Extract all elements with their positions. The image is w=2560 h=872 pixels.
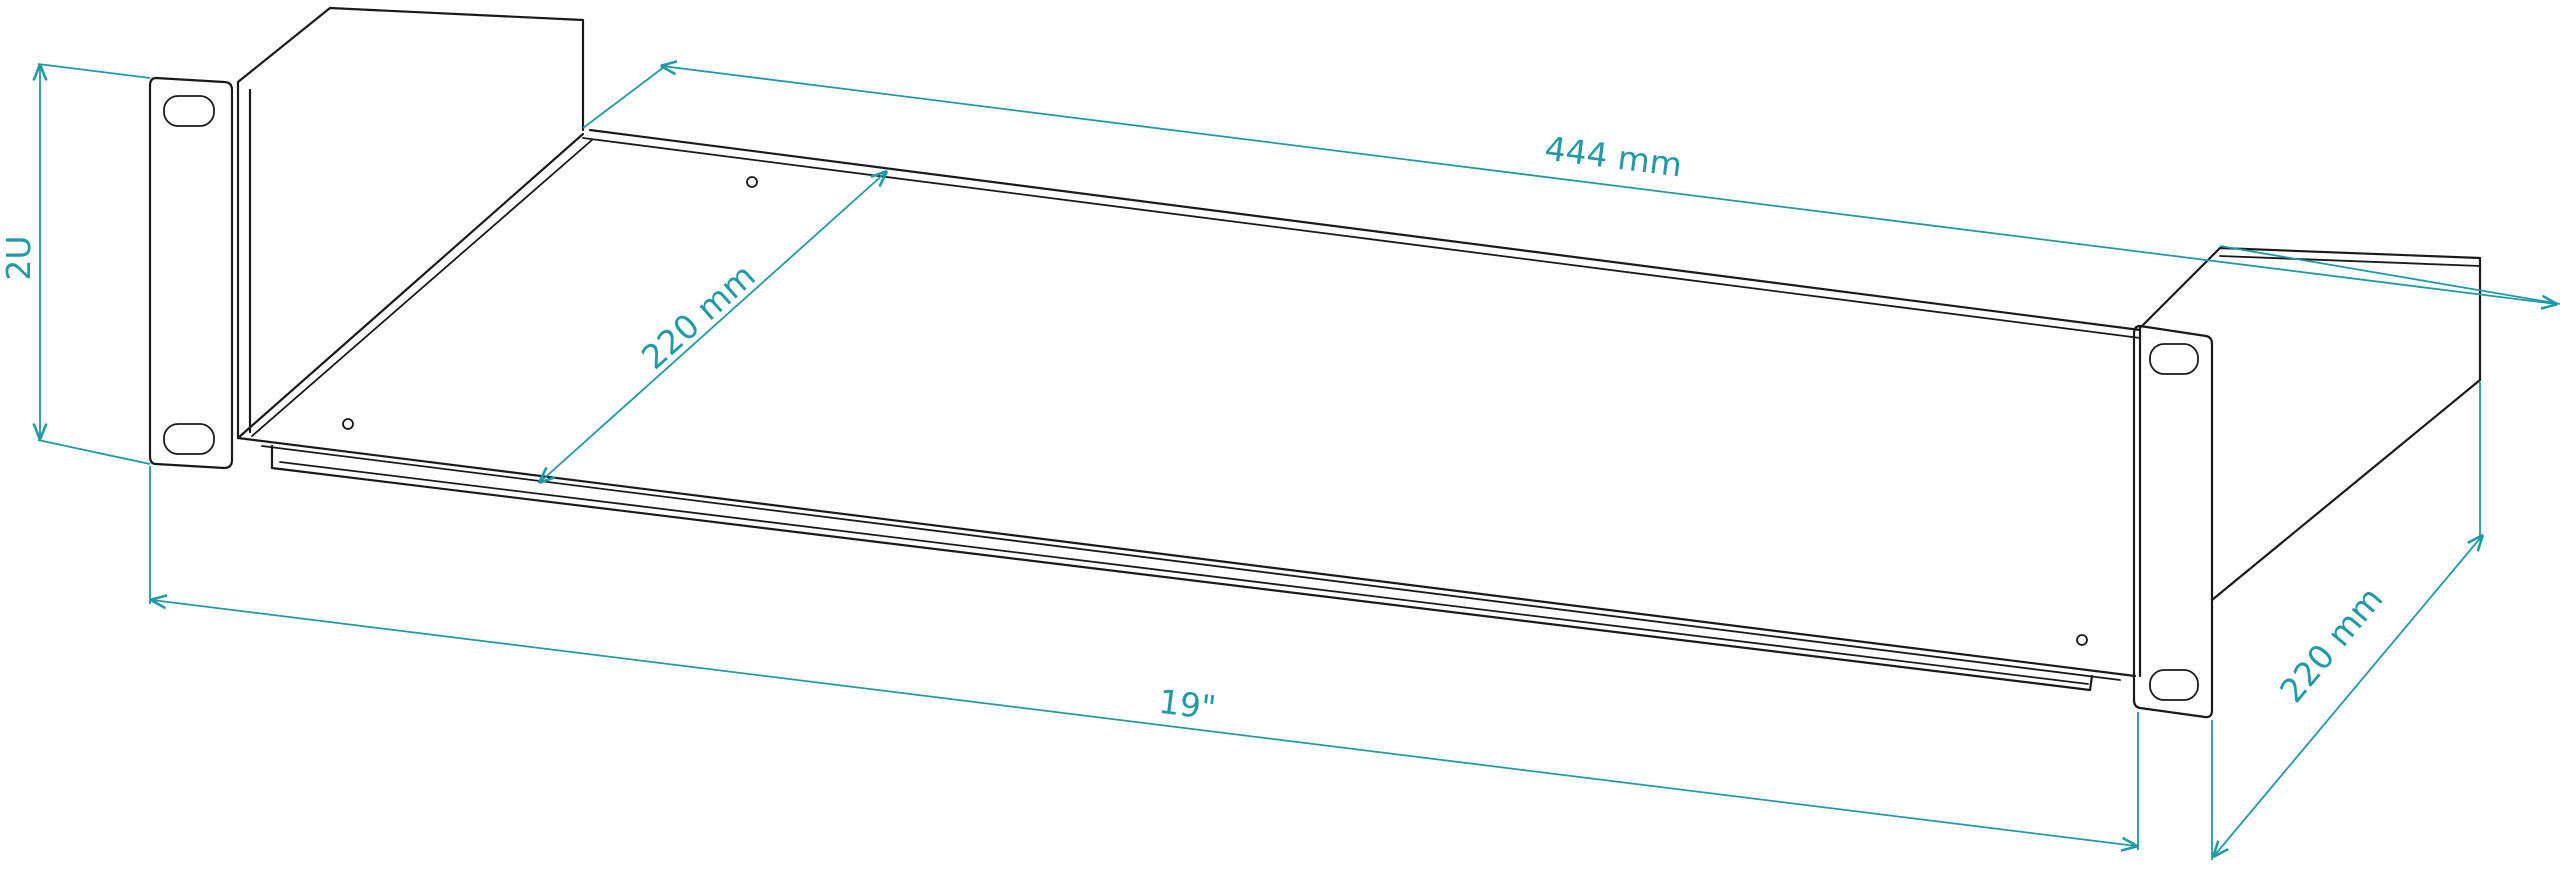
left-side-wall xyxy=(236,6,585,440)
ear-slot-top xyxy=(2149,343,2199,375)
slot-right-partial xyxy=(2090,484,2132,521)
mount-hole xyxy=(2076,634,2088,646)
mount-hole xyxy=(746,176,758,188)
ear-slot-bottom xyxy=(2149,669,2199,701)
label-panel-width: 19" xyxy=(1157,682,1219,728)
label-tray-depth: 220 mm xyxy=(634,256,763,377)
ventilation-slots xyxy=(342,176,2132,646)
dimension-labels: 2U 444 mm 220 mm 19" 220 mm xyxy=(0,129,2390,728)
dimension-lines xyxy=(38,64,2560,860)
label-tray-width: 444 mm xyxy=(1543,129,1685,185)
right-rack-ear xyxy=(2132,324,2214,719)
label-height: 2U xyxy=(0,235,38,280)
slot-row-front xyxy=(458,372,2052,616)
ear-slot-top xyxy=(163,95,215,127)
slot-row-back xyxy=(669,194,1991,404)
tray-floor xyxy=(236,128,2142,692)
left-rack-ear xyxy=(148,76,234,470)
ear-slot-bottom xyxy=(163,423,215,455)
label-side-depth: 220 mm xyxy=(2272,579,2390,710)
slot-row-middle xyxy=(559,281,1895,494)
mount-hole xyxy=(342,418,354,430)
right-side-wall xyxy=(2138,246,2482,678)
